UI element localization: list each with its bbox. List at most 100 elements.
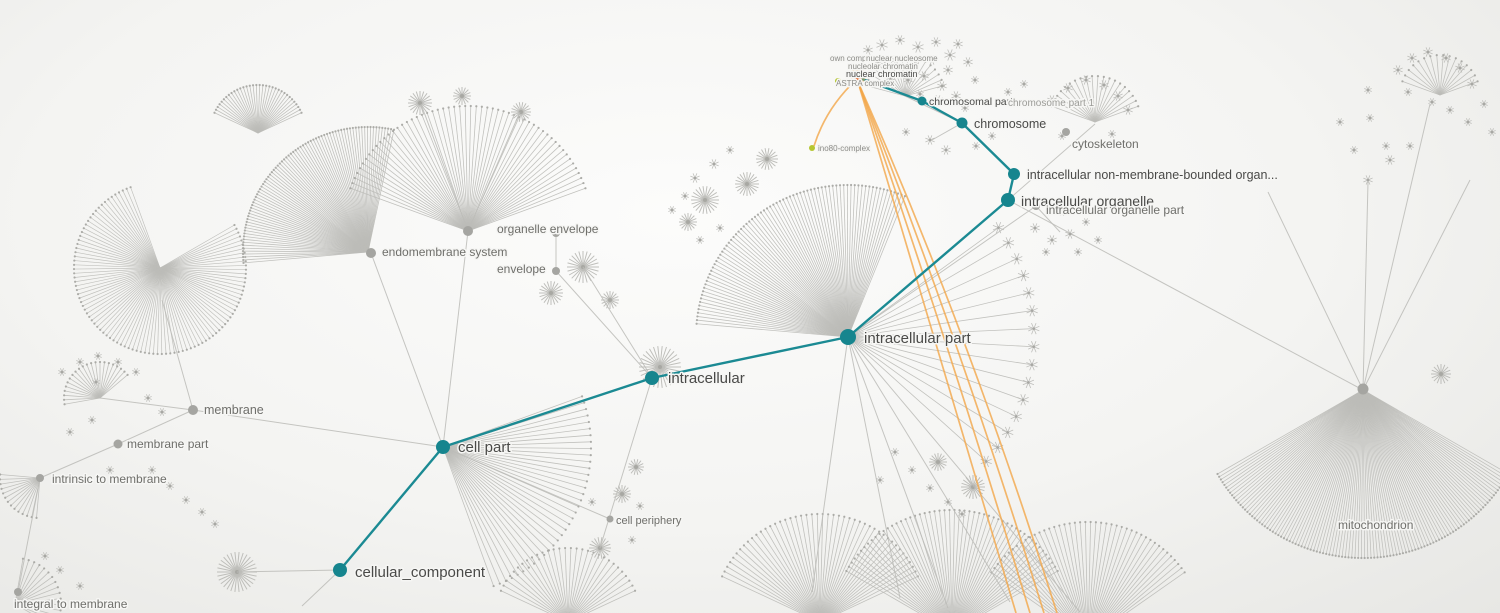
label-own-complex[interactable]: own complex [829, 53, 879, 65]
label-chromosome-part-1[interactable]: chromosome part 1 [1007, 97, 1097, 111]
label-intracellular-organelle[interactable]: intracellular organelle [1020, 192, 1156, 211]
node-membrane[interactable] [188, 405, 198, 415]
node-cell-periphery[interactable] [606, 515, 614, 523]
label-endomembrane-system[interactable]: endomembrane system [381, 244, 509, 261]
label-nuclear-nucleosome[interactable]: nuclear nucleosome [865, 53, 940, 65]
node-membrane-part[interactable] [113, 439, 123, 449]
label-nucleolar-chromatin[interactable]: nucleolar chromatin [847, 61, 920, 73]
label-intracellular-non-membrane-bounded-organ[interactable]: intracellular non-membrane-bounded organ… [1026, 167, 1280, 184]
node-organelle-envelope[interactable] [552, 229, 560, 237]
burst-node [696, 236, 704, 244]
node-intrinsic-to-membrane[interactable] [36, 474, 44, 482]
label-astra-complex[interactable]: ASTRA complex [835, 78, 896, 90]
edge [1007, 199, 1364, 391]
burst-node [1488, 128, 1496, 136]
burst-node [1382, 142, 1390, 150]
burst-node [628, 536, 636, 544]
label-intrinsic-to-membrane[interactable]: intrinsic to membrane [51, 471, 169, 488]
node-envelope[interactable] [552, 267, 560, 275]
node-ino80-complex[interactable] [809, 145, 815, 151]
node-astra-complex[interactable] [835, 78, 841, 84]
fan-cluster [241, 125, 396, 264]
node-intracellular-organelle[interactable] [1001, 193, 1015, 207]
highlight-orange-edges [813, 79, 1058, 613]
node-intracellular-part[interactable] [840, 329, 856, 345]
label-cell-periphery[interactable]: cell periphery [615, 514, 684, 529]
burst-node [198, 508, 206, 516]
burst-node [927, 55, 937, 65]
label-nuclear-chromatin[interactable]: nuclear chromatin [845, 68, 920, 81]
pinwheel-disc [539, 281, 563, 305]
node-cellular-component[interactable] [333, 563, 347, 577]
edge [99, 397, 194, 411]
teal-path-edge [650, 335, 850, 380]
pinwheel-disc [408, 91, 432, 115]
burst-node [908, 466, 916, 474]
orange-edge [857, 81, 1031, 613]
label-intracellular-part[interactable]: intracellular part [863, 329, 974, 349]
label-intracellular-organelle-part[interactable]: intracellular organelle part [1045, 202, 1187, 219]
burst-node [971, 76, 979, 84]
burst-node [1406, 142, 1414, 150]
label-chromosomal-part[interactable]: chromosomal part [928, 95, 1015, 110]
burst-node [992, 221, 1005, 234]
label-cytoskeleton[interactable]: cytoskeleton [1071, 136, 1141, 153]
node-intracellular[interactable] [645, 371, 659, 385]
label-chromosome[interactable]: chromosome [973, 116, 1048, 133]
node-nuclear-chromatin-selected[interactable] [853, 71, 863, 81]
burst-node [863, 45, 873, 55]
pinwheel-disc [679, 213, 697, 231]
burst-node [1423, 47, 1433, 57]
fan-cluster [990, 520, 1186, 613]
label-envelope[interactable]: envelope [496, 261, 548, 278]
label-ino80-complex[interactable]: ino80-complex [817, 143, 872, 155]
node-cell-part[interactable] [436, 440, 450, 454]
label-integral-to-membrane[interactable]: integral to membrane [13, 596, 130, 613]
label-cell-part[interactable]: cell part [457, 438, 513, 458]
burst-node [636, 502, 644, 510]
burst-node [941, 145, 951, 155]
label-mitochondrion[interactable]: mitochondrion [1337, 517, 1415, 534]
node-endomembrane-system[interactable] [366, 248, 376, 258]
edge [555, 270, 653, 379]
orange-edge [857, 81, 1017, 613]
burst-node [1441, 53, 1451, 63]
burst-node [668, 206, 676, 214]
edge [1362, 181, 1369, 391]
burst-node [1026, 359, 1038, 371]
burst-node [1004, 88, 1012, 96]
node-intracellular-organelle-part[interactable] [1032, 202, 1040, 210]
burst-node [919, 71, 929, 81]
node-cytoskeleton[interactable] [1062, 128, 1070, 136]
edge [847, 336, 901, 599]
burst-node [1082, 218, 1090, 226]
teal-path-edge [860, 77, 924, 103]
node-chromosome[interactable] [956, 117, 968, 129]
edge [161, 299, 194, 411]
pinwheel-disc [217, 552, 257, 592]
burst-node [1063, 83, 1073, 93]
label-cellular-component[interactable]: cellular_component [354, 563, 488, 583]
label-intracellular[interactable]: intracellular [667, 369, 747, 389]
node-mitochondrion[interactable] [1357, 383, 1369, 395]
burst-node [963, 57, 973, 67]
node-fan-hub-upper[interactable] [463, 226, 473, 236]
burst-node [681, 192, 689, 200]
node-integral-to-membrane[interactable] [14, 588, 22, 596]
burst-node [991, 441, 1004, 454]
teal-path-edge [920, 99, 964, 125]
burst-node [1108, 130, 1116, 138]
burst-node [891, 448, 899, 456]
burst-node [1028, 322, 1040, 335]
pinwheel-disc [929, 453, 947, 471]
burst-node [1020, 80, 1028, 88]
label-organelle-envelope[interactable]: organelle envelope [496, 221, 601, 238]
label-membrane[interactable]: membrane [203, 402, 266, 419]
node-chromosomal-part[interactable] [917, 96, 927, 106]
edge [1362, 179, 1471, 391]
node-intracellular-non-membrane-bounded-organelle[interactable] [1008, 168, 1020, 180]
label-membrane-part[interactable]: membrane part [126, 436, 211, 453]
burst-node [76, 582, 84, 590]
